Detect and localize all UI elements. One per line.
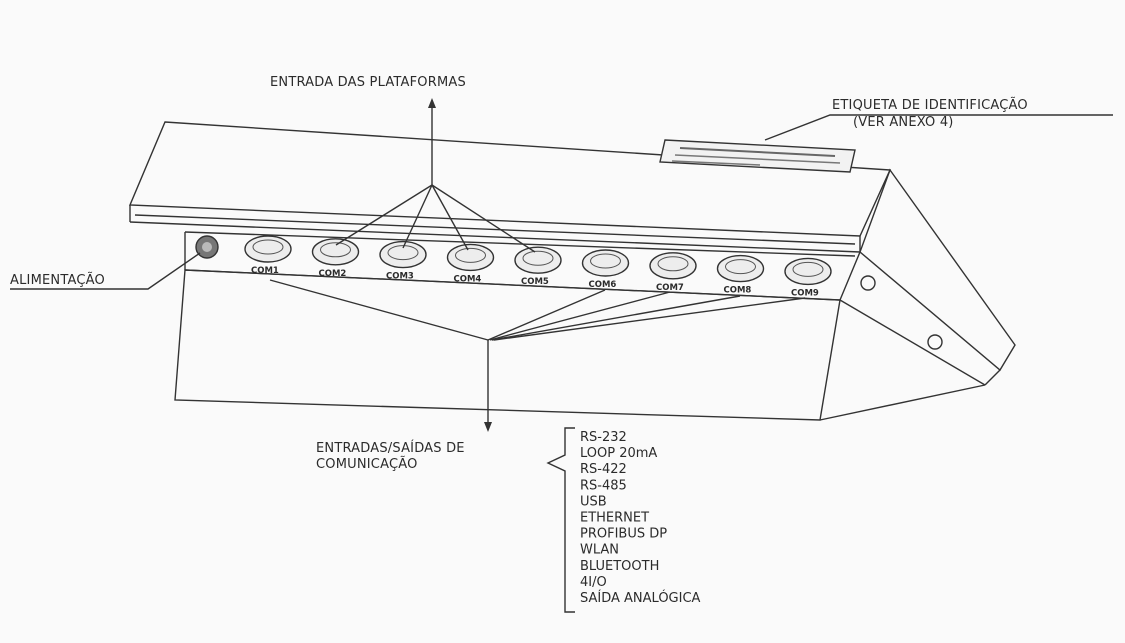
com-port-inner-ring xyxy=(455,247,486,263)
com-port-label: COM9 xyxy=(791,288,819,298)
power-label: ALIMENTAÇÃO xyxy=(10,272,105,288)
com-port-inner-ring xyxy=(252,239,284,255)
com-port: COM5 xyxy=(514,246,562,287)
protocol-item: SAÍDA ANALÓGICA xyxy=(580,590,701,606)
com-port: COM6 xyxy=(581,249,630,290)
mounting-hole xyxy=(860,275,876,291)
protocol-item: WLAN xyxy=(580,543,619,558)
enclosure-side-panel xyxy=(859,168,1016,372)
com-port-label: COM3 xyxy=(386,272,414,282)
com-port-inner-ring xyxy=(792,261,824,277)
com-port-label: COM2 xyxy=(319,269,347,279)
com-port-inner-ring xyxy=(320,242,351,258)
id-tag-callout-line xyxy=(764,114,1113,141)
com-port: COM4 xyxy=(446,243,495,284)
mounting-hole xyxy=(927,334,943,350)
com-port-inner-ring xyxy=(522,250,554,266)
protocol-item: RS-485 xyxy=(580,478,627,493)
protocol-list-brace xyxy=(546,427,575,613)
comm-io-callout-lines xyxy=(269,279,806,432)
com-port: COM8 xyxy=(716,254,765,296)
protocol-item: PROFIBUS DP xyxy=(580,527,667,542)
com-port: COM7 xyxy=(649,252,697,293)
protocol-item: BLUETOOTH xyxy=(580,559,659,574)
com-port-label: COM7 xyxy=(656,283,684,293)
com-port-label: COM8 xyxy=(724,286,752,296)
comm-io-label: ENTRADAS/SAÍDAS DE xyxy=(316,440,465,456)
protocol-item: RS-232 xyxy=(580,430,627,445)
com-port: COM3 xyxy=(379,240,427,282)
com-port-label: COM1 xyxy=(251,266,279,276)
comm-io-sublabel: COMUNICAÇÃO xyxy=(316,456,418,472)
com-port: COM9 xyxy=(784,257,832,298)
id-tag-label: ETIQUETA DE IDENTIFICAÇÃO xyxy=(832,97,1028,113)
com-port-inner-ring xyxy=(725,259,756,275)
com-port-inner-ring xyxy=(590,253,621,269)
com-port-label: COM5 xyxy=(521,277,549,287)
protocol-item: RS-422 xyxy=(580,462,627,477)
protocol-item: ETHERNET xyxy=(580,511,649,526)
platform-inputs-label: ENTRADA DAS PLATAFORMAS xyxy=(270,75,466,90)
protocol-item: USB xyxy=(580,494,607,509)
com-port-inner-ring xyxy=(657,256,689,272)
com-port: COM2 xyxy=(311,238,360,279)
enclosure xyxy=(128,121,1016,421)
id-tag-sublabel: (VER ANEXO 4) xyxy=(853,115,954,130)
power-connector-icon xyxy=(195,235,219,259)
power-callout-line xyxy=(10,252,201,290)
com-port-inner-ring xyxy=(387,245,419,261)
protocol-item: 4I/O xyxy=(580,575,607,590)
identification-tag-plate xyxy=(659,139,856,173)
platform-input-callout-lines xyxy=(335,98,536,253)
com-port: COM1 xyxy=(244,235,292,276)
com-ports: COM1 COM2 COM3 COM4 COM5 COM6 COM7 COM8 COM9 xyxy=(244,235,832,298)
com-port-label: COM4 xyxy=(454,274,482,284)
com-port-label: COM6 xyxy=(589,280,617,290)
protocol-item: LOOP 20mA xyxy=(580,446,657,461)
